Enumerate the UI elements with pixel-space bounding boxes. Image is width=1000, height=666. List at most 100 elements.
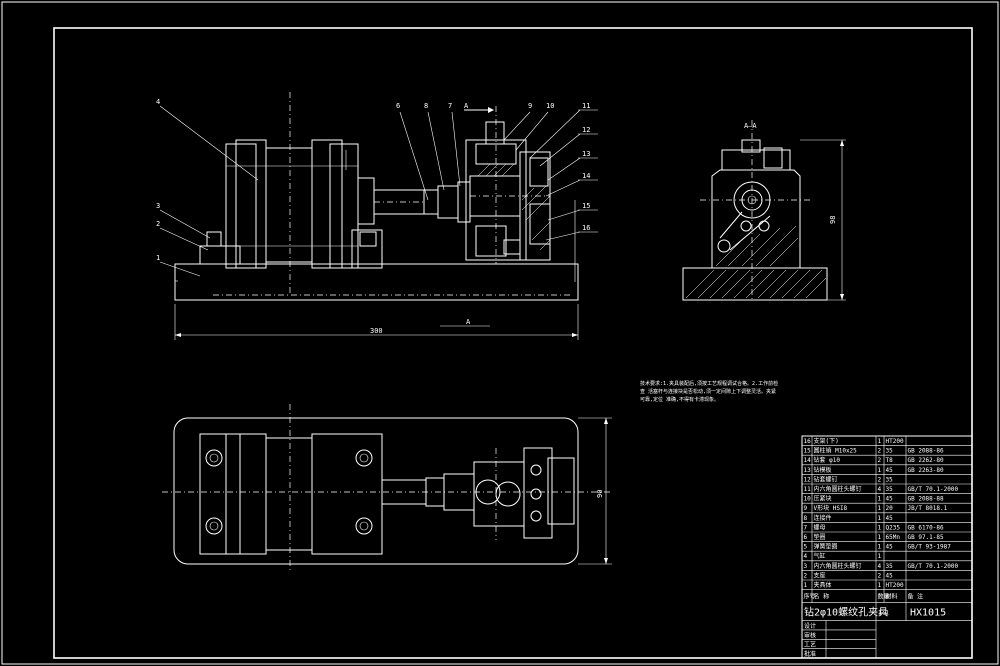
bom-header-qty: 数量 [878,593,890,601]
bom-cell-qty: 1 [878,505,882,512]
bom-cell-name: 钻套 φ10 [814,456,841,464]
bom-cell-name: 弹簧垫圈 [814,543,838,551]
bom-cell-mat: HT200 [886,582,904,589]
bom-cell-no: 5 [804,544,808,551]
side-view-label: A—A [744,122,757,130]
bom-cell-no: 8 [804,515,808,522]
bom-cell-name: 气缸 [814,552,826,560]
bom-cell-no: 9 [804,505,808,512]
sign-label-0: 设计 [804,622,816,630]
bom-cell-no: 16 [804,438,812,445]
bom-cell-qty: 2 [878,572,882,579]
bom-cell-no: 6 [804,534,808,541]
bom-cell-name: 夹具体 [814,581,832,589]
bom-header-no: 序号 [804,593,816,601]
bom-cell-qty: 1 [878,534,882,541]
callout-10: 10 [546,102,554,110]
bom-cell-mat: 35 [886,563,894,570]
bom-cell-no: 14 [804,457,812,464]
bom-cell-qty: 4 [878,486,882,493]
callout-3: 3 [156,202,160,210]
bom-cell-no: 15 [804,448,812,455]
bom-cell-name: 螺母 [814,523,826,531]
bom-cell-name: 连接件 [814,514,832,522]
dim-plan-width: 90 [596,490,604,498]
bom-cell-mat: 35 [886,448,894,455]
callout-12: 12 [582,126,590,134]
bom-cell-name: 内六角圆柱头螺钉 [814,562,862,570]
callout-15: 15 [582,202,590,210]
technical-notes-box: 技术要求:1.夹具装配后,须按工艺规程调试合格。2.工作前检查 活塞杆与连接块是… [640,381,779,403]
bom-cell-std: GB 2263-80 [908,467,945,474]
bom-cell-no: 13 [804,467,812,474]
bom-cell-name: V形块 HSI8 [814,504,848,512]
sign-label-1: 审核 [804,631,816,639]
bom-cell-name: 圆柱销 M10x25 [814,447,858,455]
bom-cell-std: GB 6170-86 [908,524,945,531]
bom-cell-std: GB 97.1-85 [908,534,945,541]
bom-cell-std: GB/T 93-1987 [908,544,952,551]
drawing-code: HX1015 [910,608,946,619]
bom-cell-std: GB/T 70.1-2000 [908,563,959,570]
callout-1: 1 [156,254,160,262]
bom-header-name: 名 称 [814,593,830,601]
bom-header-std: 备 注 [908,593,924,601]
callout-7: 7 [448,102,452,110]
bom-cell-mat: 45 [886,544,894,551]
callout-14: 14 [582,172,590,180]
front-view: A 300 A [174,92,579,340]
bom-cell-qty: 2 [878,448,882,455]
side-view: A—A 98 [682,120,846,301]
callout-2: 2 [156,220,160,228]
bom-cell-no: 2 [804,572,808,579]
bom-cell-mat: 35 [886,476,894,483]
bom-cell-qty: 1 [878,496,882,503]
bom-cell-std: JB/T 8018.1 [908,505,948,512]
bom-cell-mat: HT200 [886,438,904,445]
bom-cell-name: 压紧块 [814,495,832,503]
section-mark-a: A [464,102,469,110]
bom-cell-name: 垫圈 [814,533,826,541]
bom-cell-no: 7 [804,524,808,531]
svg-text:A: A [466,318,471,326]
bom-cell-std: GB 2088-86 [908,448,945,455]
bom-cell-std: GB 2088-88 [908,496,945,503]
bom-cell-mat: Q235 [886,524,901,531]
bom-cell-no: 12 [804,476,812,483]
bom-cell-no: 10 [804,496,812,503]
bom-cell-qty: 1 [878,524,882,531]
callout-9: 9 [528,102,532,110]
bom-cell-qty: 2 [878,476,882,483]
callout-8: 8 [424,102,428,110]
bom-cell-mat: 35 [886,486,894,493]
bom-cell-name: 支架(下) [814,437,839,445]
bom-cell-qty: 1 [878,515,882,522]
callout-11: 11 [582,102,590,110]
plan-view: 90 [162,404,612,570]
bom-cell-mat: 45 [886,515,894,522]
drawing-title: 钻2φ10螺纹孔夹具 [804,606,888,619]
bom-cell-no: 1 [804,582,808,589]
bom-cell-no: 3 [804,563,808,570]
bom-cell-qty: 1 [878,553,882,560]
bom-cell-qty: 2 [878,457,882,464]
callout-16: 16 [582,224,590,232]
bom-cell-no: 4 [804,553,808,560]
bom-cell-name: 内六角圆柱头螺钉 [814,485,862,493]
bom-cell-qty: 1 [878,467,882,474]
bom-cell-mat: 65Mn [886,534,901,541]
callout-6: 6 [396,102,400,110]
bom-cell-std: GB/T 70.1-2000 [908,486,959,493]
drawing-scale: 1:1 [878,610,889,617]
bom-cell-mat: 45 [886,467,894,474]
bom-cell-name: 钻套螺钉 [814,475,838,483]
dim-base-length: 300 [370,327,383,335]
bom-header-mat: 材料 [886,593,898,601]
bom-cell-name: 钻模板 [814,466,832,474]
dim-side-height: 98 [829,216,837,224]
callouts: 4 3 2 1 6 8 7 9 10 11 12 13 14 15 16 [156,98,598,282]
technical-notes: 技术要求:1.夹具装配后,须按工艺规程调试合格。2.工作前检查 活塞杆与连接块是… [640,381,779,403]
